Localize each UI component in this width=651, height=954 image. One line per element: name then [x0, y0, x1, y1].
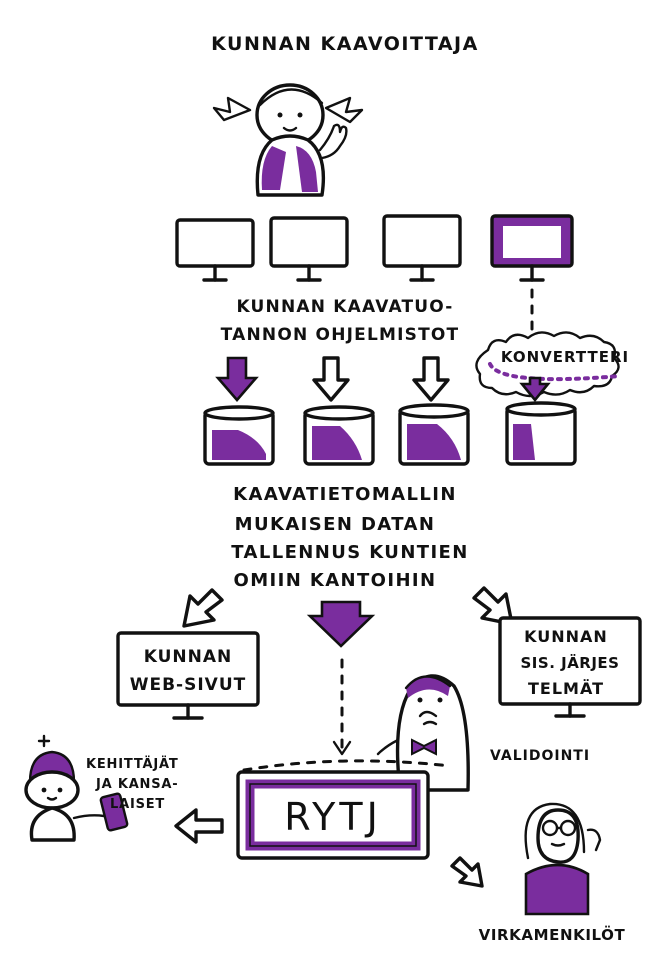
- validator-figure: [376, 674, 470, 792]
- arrow-down-2: [312, 356, 350, 402]
- database-4: [505, 401, 577, 466]
- internal-systems-monitor: KUNNAN SIS. JÄRJES TELMÄT: [498, 616, 642, 718]
- internal-systems-label-line-2: SIS. JÄRJES: [521, 653, 620, 672]
- software-monitor-2: [269, 216, 349, 282]
- registry-label: RYTJ: [284, 795, 382, 839]
- internal-systems-label-line-1: KUNNAN: [524, 627, 608, 646]
- arrow-to-officials: [450, 856, 484, 888]
- software-monitor-3: [382, 214, 462, 282]
- software-caption-line-2: TANNON OHJELMISTOT: [221, 325, 460, 345]
- developers-label-line-2: JA KANSA-: [95, 777, 178, 792]
- storage-caption-line-3: TALLENNUS KUNTIEN: [231, 542, 468, 563]
- developers-figure: [24, 734, 129, 842]
- web-pages-label-line-1: KUNNAN: [144, 647, 233, 667]
- database-2: [303, 405, 375, 466]
- arrow-down-3: [412, 356, 450, 402]
- officials-figure: [524, 802, 602, 916]
- web-pages-label-line-2: WEB-SIVUT: [130, 675, 247, 695]
- planner-figure: [212, 83, 364, 197]
- validation-label: VALIDOINTI: [490, 748, 590, 764]
- arrow-down-1: [215, 356, 259, 402]
- converter-cloud: KONVERTTERI: [475, 331, 629, 398]
- arrow-to-web-pages: [182, 588, 224, 628]
- officials-label: VIRKAMENKILÖT: [479, 925, 626, 944]
- developers-label-line-1: KEHITTÄJÄT: [86, 756, 179, 772]
- software-caption-line-1: KUNNAN KAAVATUO-: [236, 297, 453, 317]
- storage-caption-line-4: OMIIN KANTOIHIN: [234, 570, 437, 591]
- rytj-registry-box: RYTJ: [236, 759, 452, 860]
- software-monitor-4-purple: [490, 214, 574, 282]
- converter-label: KONVERTTERI: [501, 348, 629, 366]
- web-pages-monitor: KUNNAN WEB-SIVUT: [116, 631, 260, 720]
- storage-caption-line-1: KAAVATIETOMALLIN: [233, 484, 457, 505]
- storage-caption-line-2: MUKAISEN DATAN: [235, 514, 436, 535]
- arrow-to-internal-systems: [472, 586, 514, 626]
- software-monitor-1: [175, 218, 255, 282]
- database-1: [203, 405, 275, 466]
- arrow-to-registry: [306, 600, 376, 648]
- developers-label-line-3: LAISET: [110, 797, 165, 812]
- arrow-to-developers: [174, 808, 224, 844]
- diagram-title: KUNNAN KAAVOITTAJA: [211, 33, 479, 55]
- internal-systems-label-line-3: TELMÄT: [528, 679, 604, 698]
- arrow-down-4: [519, 376, 551, 403]
- database-3: [398, 403, 470, 466]
